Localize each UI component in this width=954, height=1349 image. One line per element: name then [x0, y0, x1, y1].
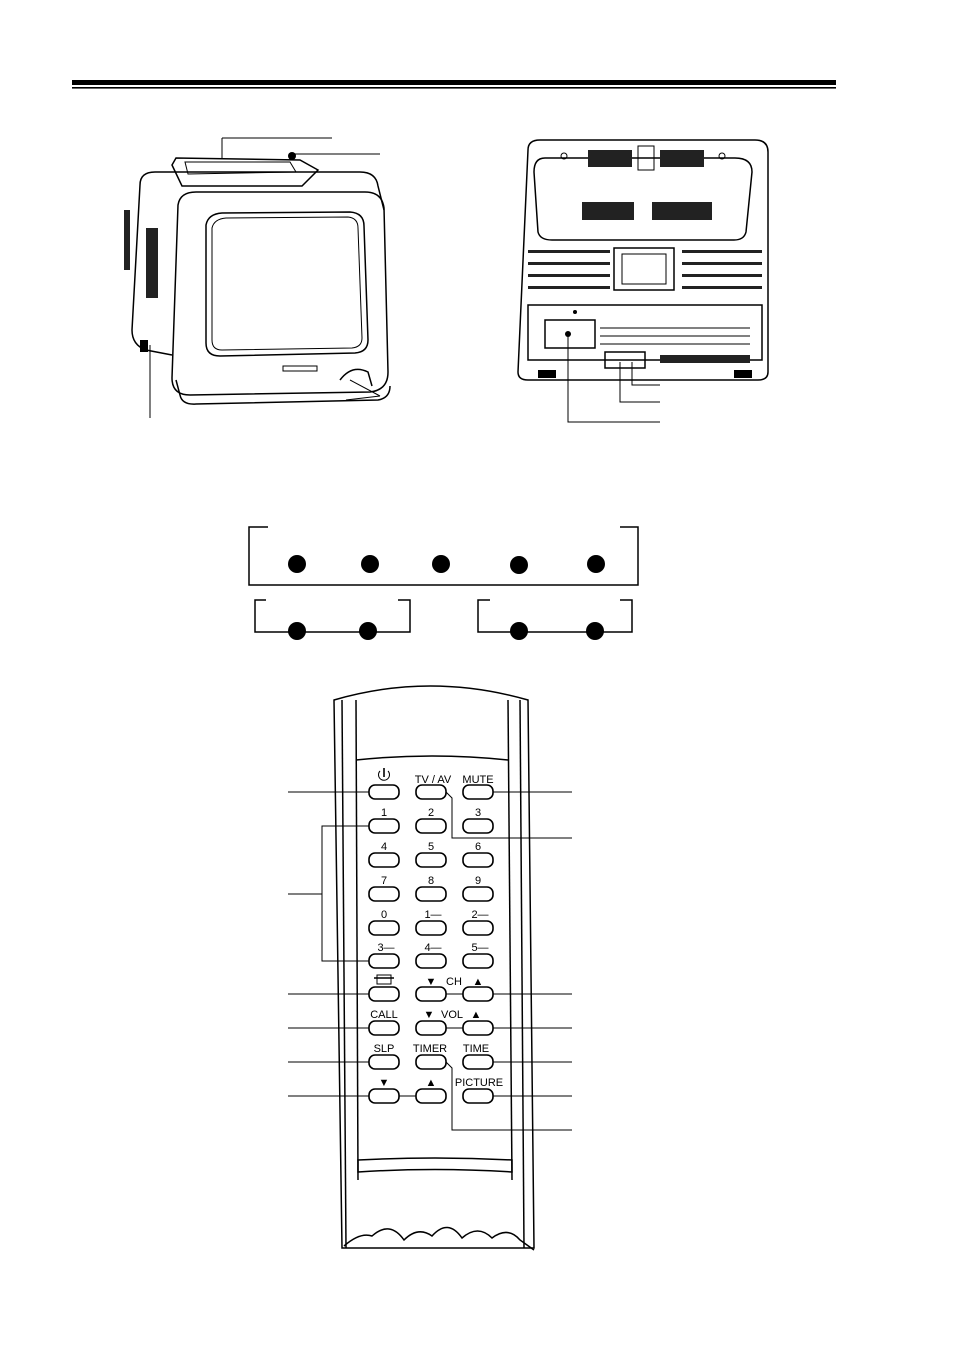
slp-label: SLP: [374, 1043, 395, 1055]
return-icon: [374, 974, 394, 985]
remote-body: [333, 685, 535, 1251]
digit-label: 8: [428, 875, 434, 887]
digit-30-button[interactable]: [368, 953, 400, 969]
menu-down-arrow: ▼: [379, 1077, 390, 1089]
digit-1-button[interactable]: [368, 818, 400, 834]
digit-20-button[interactable]: [462, 920, 494, 936]
vol-down-arrow: ▼: [424, 1009, 435, 1021]
digit-label: 1: [381, 807, 387, 819]
vol-label: VOL: [441, 1009, 463, 1021]
header-rule: [72, 80, 836, 89]
digit-9-button[interactable]: [462, 886, 494, 902]
digit-label: 7: [381, 875, 387, 887]
power-button[interactable]: [368, 784, 400, 800]
digit-0-button[interactable]: [368, 920, 400, 936]
digit-6-button[interactable]: [462, 852, 494, 868]
digit-7-button[interactable]: [368, 886, 400, 902]
digit-5-button[interactable]: [415, 852, 447, 868]
ch-down-button[interactable]: [415, 986, 447, 1002]
power-icon: [378, 768, 390, 781]
digit-50-button[interactable]: [462, 953, 494, 969]
digit-3-button[interactable]: [462, 818, 494, 834]
digit-label: 3: [475, 807, 481, 819]
tv-av-label: TV / AV: [415, 774, 452, 786]
tv-rear-illustration: [517, 139, 769, 423]
vol-up-button[interactable]: [462, 1020, 494, 1036]
digit-40-button[interactable]: [415, 953, 447, 969]
return-button[interactable]: [368, 986, 400, 1002]
digit-label: 4—: [424, 942, 441, 954]
vol-down-button[interactable]: [415, 1020, 447, 1036]
digit-10-button[interactable]: [415, 920, 447, 936]
rear-top-vents: [560, 145, 726, 220]
timer-button[interactable]: [415, 1054, 447, 1070]
remote-callouts: [288, 791, 572, 1131]
digit-label: 5: [428, 841, 434, 853]
digit-4-button[interactable]: [368, 852, 400, 868]
digit-label: 2: [428, 807, 434, 819]
digit-label: 4: [381, 841, 387, 853]
picture-button[interactable]: [462, 1088, 494, 1104]
rear-grill: [528, 250, 762, 289]
ch-up-button[interactable]: [462, 986, 494, 1002]
timer-label: TIMER: [413, 1043, 447, 1055]
side-vent: [124, 210, 158, 298]
tv-av-button[interactable]: [415, 784, 447, 800]
menu-down-button[interactable]: [368, 1088, 400, 1104]
digit-2-button[interactable]: [415, 818, 447, 834]
menu-up-arrow: ▲: [426, 1077, 437, 1089]
menu-up-button[interactable]: [415, 1088, 447, 1104]
ch-down-arrow: ▼: [426, 976, 437, 988]
digit-8-button[interactable]: [415, 886, 447, 902]
call-button[interactable]: [368, 1020, 400, 1036]
digit-label: 2—: [471, 909, 488, 921]
digit-label: 3—: [377, 942, 394, 954]
remote-buttons: TV / AV MUTE 1 2 3 4 5 6 7 8 9 0 1— 2— 3…: [368, 768, 503, 1104]
time-button[interactable]: [462, 1054, 494, 1070]
mute-label: MUTE: [462, 774, 493, 786]
tv-front-illustration: [124, 137, 391, 418]
ch-up-arrow: ▲: [473, 976, 484, 988]
digit-label: 6: [475, 841, 481, 853]
slp-button[interactable]: [368, 1054, 400, 1070]
control-panel-diagram: [248, 526, 639, 640]
vol-up-arrow: ▲: [471, 1009, 482, 1021]
digit-label: 0: [381, 909, 387, 921]
picture-label: PICTURE: [455, 1077, 503, 1089]
mute-button[interactable]: [462, 784, 494, 800]
time-label: TIME: [463, 1043, 489, 1055]
call-label: CALL: [370, 1009, 398, 1021]
digit-label: 1—: [424, 909, 441, 921]
digit-label: 5—: [471, 942, 488, 954]
ch-label: CH: [446, 976, 462, 988]
digit-label: 9: [475, 875, 481, 887]
